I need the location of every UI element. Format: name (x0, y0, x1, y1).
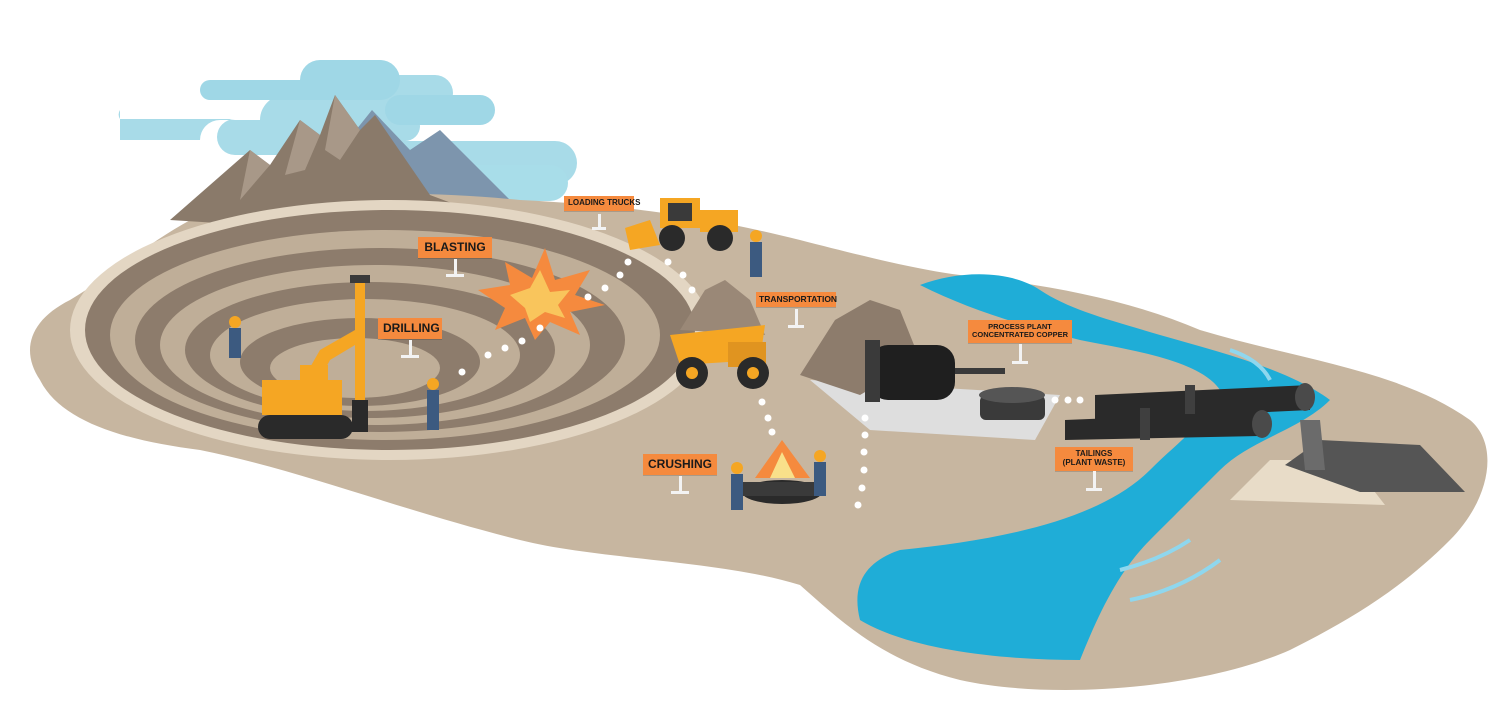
sign-crushing: CRUSHING (643, 454, 717, 475)
label-process-plant-line2: CONCENTRATED COPPER (971, 331, 1069, 339)
label-blasting: BLASTING (418, 237, 492, 258)
worker-figure (731, 462, 743, 510)
label-crushing: CRUSHING (643, 454, 717, 475)
label-loading-trucks: LOADING TRUCKS (564, 196, 634, 211)
worker-figure (427, 378, 439, 430)
sign-blasting: BLASTING (418, 237, 492, 258)
sign-process-plant: PROCESS PLANT CONCENTRATED COPPER (968, 320, 1072, 343)
worker-figure (750, 230, 762, 277)
sign-loading-trucks: LOADING TRUCKS (564, 196, 634, 211)
sign-drilling: DRILLING (378, 318, 442, 339)
label-transportation: TRANSPORTATION (756, 292, 836, 307)
label-tailings: TAILINGS (PLANT WASTE) (1055, 447, 1133, 471)
worker-figure (814, 450, 826, 496)
sign-transportation: TRANSPORTATION (756, 292, 836, 307)
label-tailings-line2: (PLANT WASTE) (1058, 459, 1130, 468)
worker-figure (229, 316, 241, 358)
label-drilling: DRILLING (378, 318, 442, 339)
wheel-loader (625, 198, 738, 251)
sign-tailings: TAILINGS (PLANT WASTE) (1055, 447, 1133, 471)
label-process-plant: PROCESS PLANT CONCENTRATED COPPER (968, 320, 1072, 343)
